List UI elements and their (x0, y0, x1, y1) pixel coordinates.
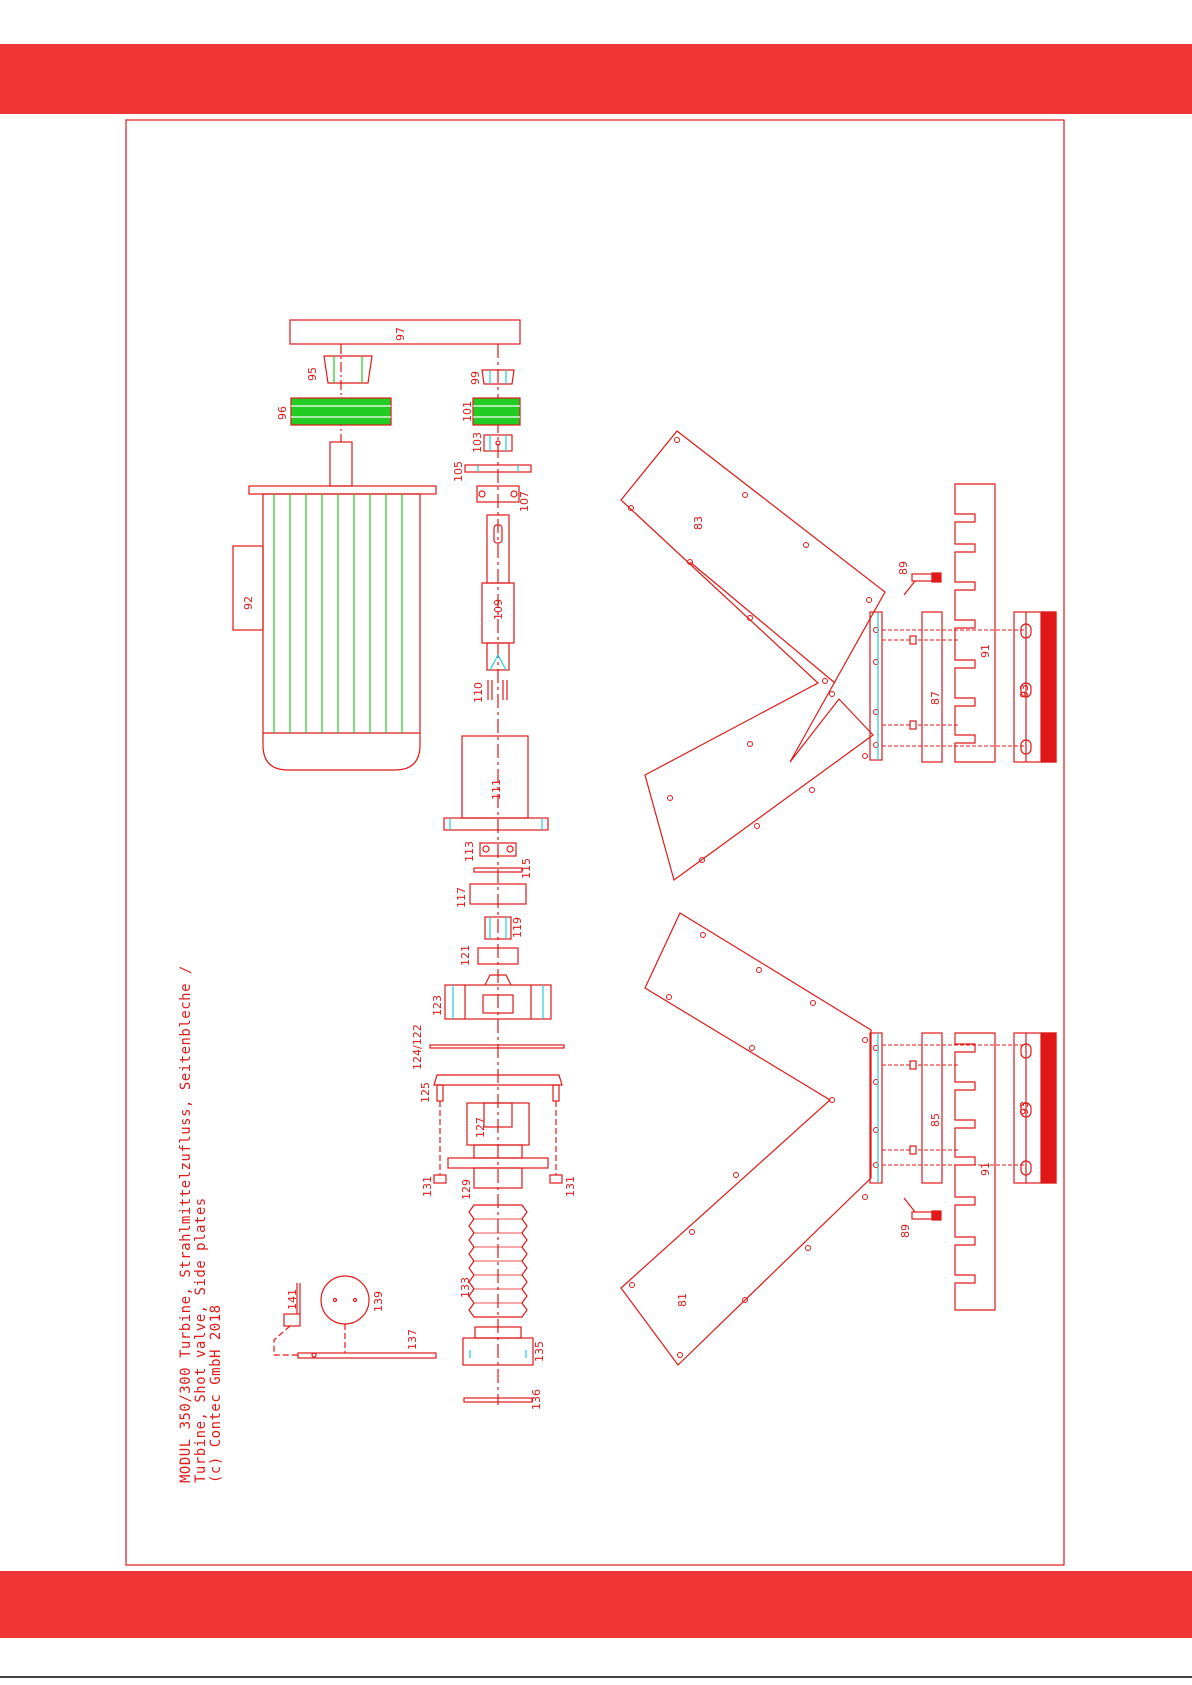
label-111: 111 (490, 779, 503, 800)
label-117: 117 (455, 887, 468, 908)
side-plate-81-holes (630, 933, 868, 1358)
label-123: 123 (431, 995, 444, 1016)
label-136: 136 (530, 1389, 543, 1410)
label-95: 95 (306, 367, 319, 381)
label-81: 81 (676, 1293, 689, 1307)
label-113: 113 (463, 841, 476, 862)
label-96: 96 (276, 406, 289, 420)
label-87: 87 (929, 691, 942, 705)
bushing-96 (291, 398, 391, 425)
label-125: 125 (419, 1082, 432, 1103)
label-131-right: 131 (564, 1176, 577, 1197)
label-133: 133 (459, 1277, 472, 1298)
label-91-lower: 91 (979, 1162, 992, 1176)
label-137: 137 (406, 1329, 419, 1350)
label-93-lower: 93 (1018, 1101, 1031, 1115)
label-85: 85 (929, 1113, 942, 1127)
label-103: 103 (471, 432, 484, 453)
sensor-141 (284, 1314, 300, 1326)
side-plate-83-holes (629, 438, 872, 863)
label-121: 121 (459, 945, 472, 966)
label-115: 115 (520, 858, 533, 879)
screw-89-lower (912, 1212, 932, 1219)
label-99: 99 (469, 371, 482, 385)
label-83: 83 (692, 516, 705, 530)
side-plate-83 (621, 431, 885, 880)
bolt-131-right (550, 1175, 562, 1183)
label-131-left: 131 (421, 1176, 434, 1197)
label-89-upper: 89 (897, 561, 910, 575)
magnet-139 (321, 1276, 369, 1324)
label-105: 105 (452, 461, 465, 482)
title-line-1: MODUL 350/300 Turbine, Strahlmittelzuflu… (178, 965, 194, 1483)
motor-92 (233, 442, 436, 770)
title-line-3: (c) Contec GmbH 2018 (208, 1304, 224, 1483)
label-127: 127 (474, 1117, 487, 1138)
label-109: 109 (492, 599, 505, 620)
bolt-131-left (434, 1175, 446, 1183)
label-129: 129 (460, 1179, 473, 1200)
screw-89-upper (912, 574, 932, 581)
label-89-lower: 89 (899, 1224, 912, 1238)
label-135: 135 (533, 1341, 546, 1362)
mount-bar-lower (870, 1033, 882, 1183)
mount-bar-upper (870, 612, 882, 760)
label-93-upper: 93 (1018, 684, 1031, 698)
label-97: 97 (394, 327, 407, 341)
label-139: 139 (372, 1291, 385, 1312)
plate-124-122 (430, 1045, 564, 1048)
part-labels: 97 95 96 92 99 101 103 105 107 109 110 1… (242, 327, 1031, 1410)
label-101: 101 (461, 401, 474, 422)
housing-111 (462, 736, 528, 818)
bushing-101 (473, 398, 520, 425)
label-91-upper: 91 (979, 644, 992, 658)
label-124-122: 124/122 (411, 1024, 424, 1070)
drawing-frame (126, 120, 1064, 1565)
label-119: 119 (511, 917, 524, 938)
plate-85 (922, 1033, 942, 1183)
label-141: 141 (286, 1289, 299, 1310)
label-110: 110 (472, 682, 485, 703)
rail-91-upper (955, 484, 995, 762)
pulley-95 (324, 356, 372, 383)
label-92: 92 (242, 596, 255, 610)
plate-87 (922, 612, 942, 762)
title-line-2: Turbine, Shot valve, Side plates (193, 1197, 209, 1483)
lever-137 (298, 1353, 436, 1358)
drawing-title: MODUL 350/300 Turbine, Strahlmittelzuflu… (178, 965, 224, 1483)
label-107: 107 (518, 491, 531, 512)
